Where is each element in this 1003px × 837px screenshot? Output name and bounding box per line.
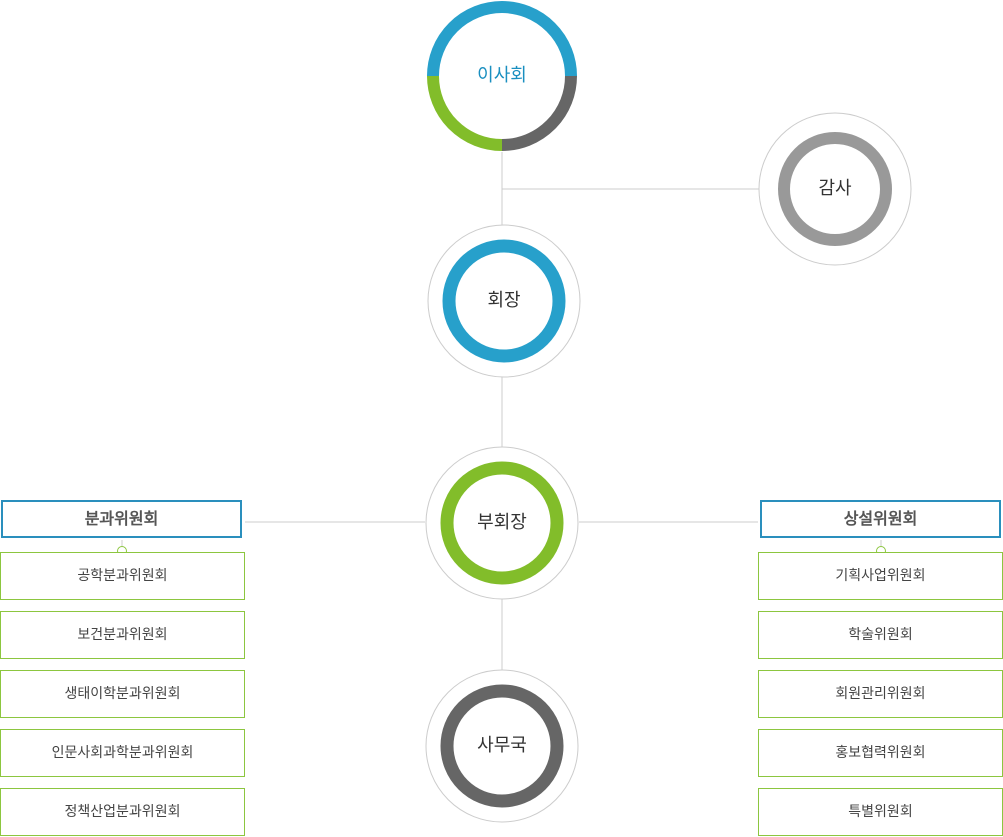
standing-committee-item: 기획사업위원회: [758, 552, 1003, 600]
standing-committee-item: 특별위원회: [758, 788, 1003, 836]
subcommittee-item: 정책산업분과위원회: [0, 788, 245, 836]
secretariat-node: [425, 669, 579, 823]
board-ring-gray-segment: [501, 75, 577, 151]
auditor-node: [758, 112, 912, 266]
subcommittee-item: 생태이학분과위원회: [0, 670, 245, 718]
standing-committee-item: 회원관리위원회: [758, 670, 1003, 718]
subcommittee-item: 보건분과위원회: [0, 611, 245, 659]
subcommittee-header: 분과위원회: [1, 500, 242, 538]
subcommittee-item: 공학분과위원회: [0, 552, 245, 600]
standing-committee-item: 학술위원회: [758, 611, 1003, 659]
vice-president-label: 부회장: [477, 512, 527, 533]
president-node: [427, 224, 581, 378]
board-node: [427, 1, 577, 151]
board-ring-blue-segment: [427, 1, 577, 77]
president-label: 회장: [487, 290, 521, 311]
standing-committee-item: 홍보협력위원회: [758, 729, 1003, 777]
subcommittee-item: 인문사회과학분과위원회: [0, 729, 245, 777]
vice-president-node: [425, 446, 579, 600]
board-label: 이사회: [477, 65, 527, 86]
secretariat-label: 사무국: [477, 735, 527, 756]
auditor-label: 감사: [818, 178, 852, 199]
board-ring-green-segment: [427, 75, 503, 151]
standing-committee-header: 상설위원회: [760, 500, 1001, 538]
